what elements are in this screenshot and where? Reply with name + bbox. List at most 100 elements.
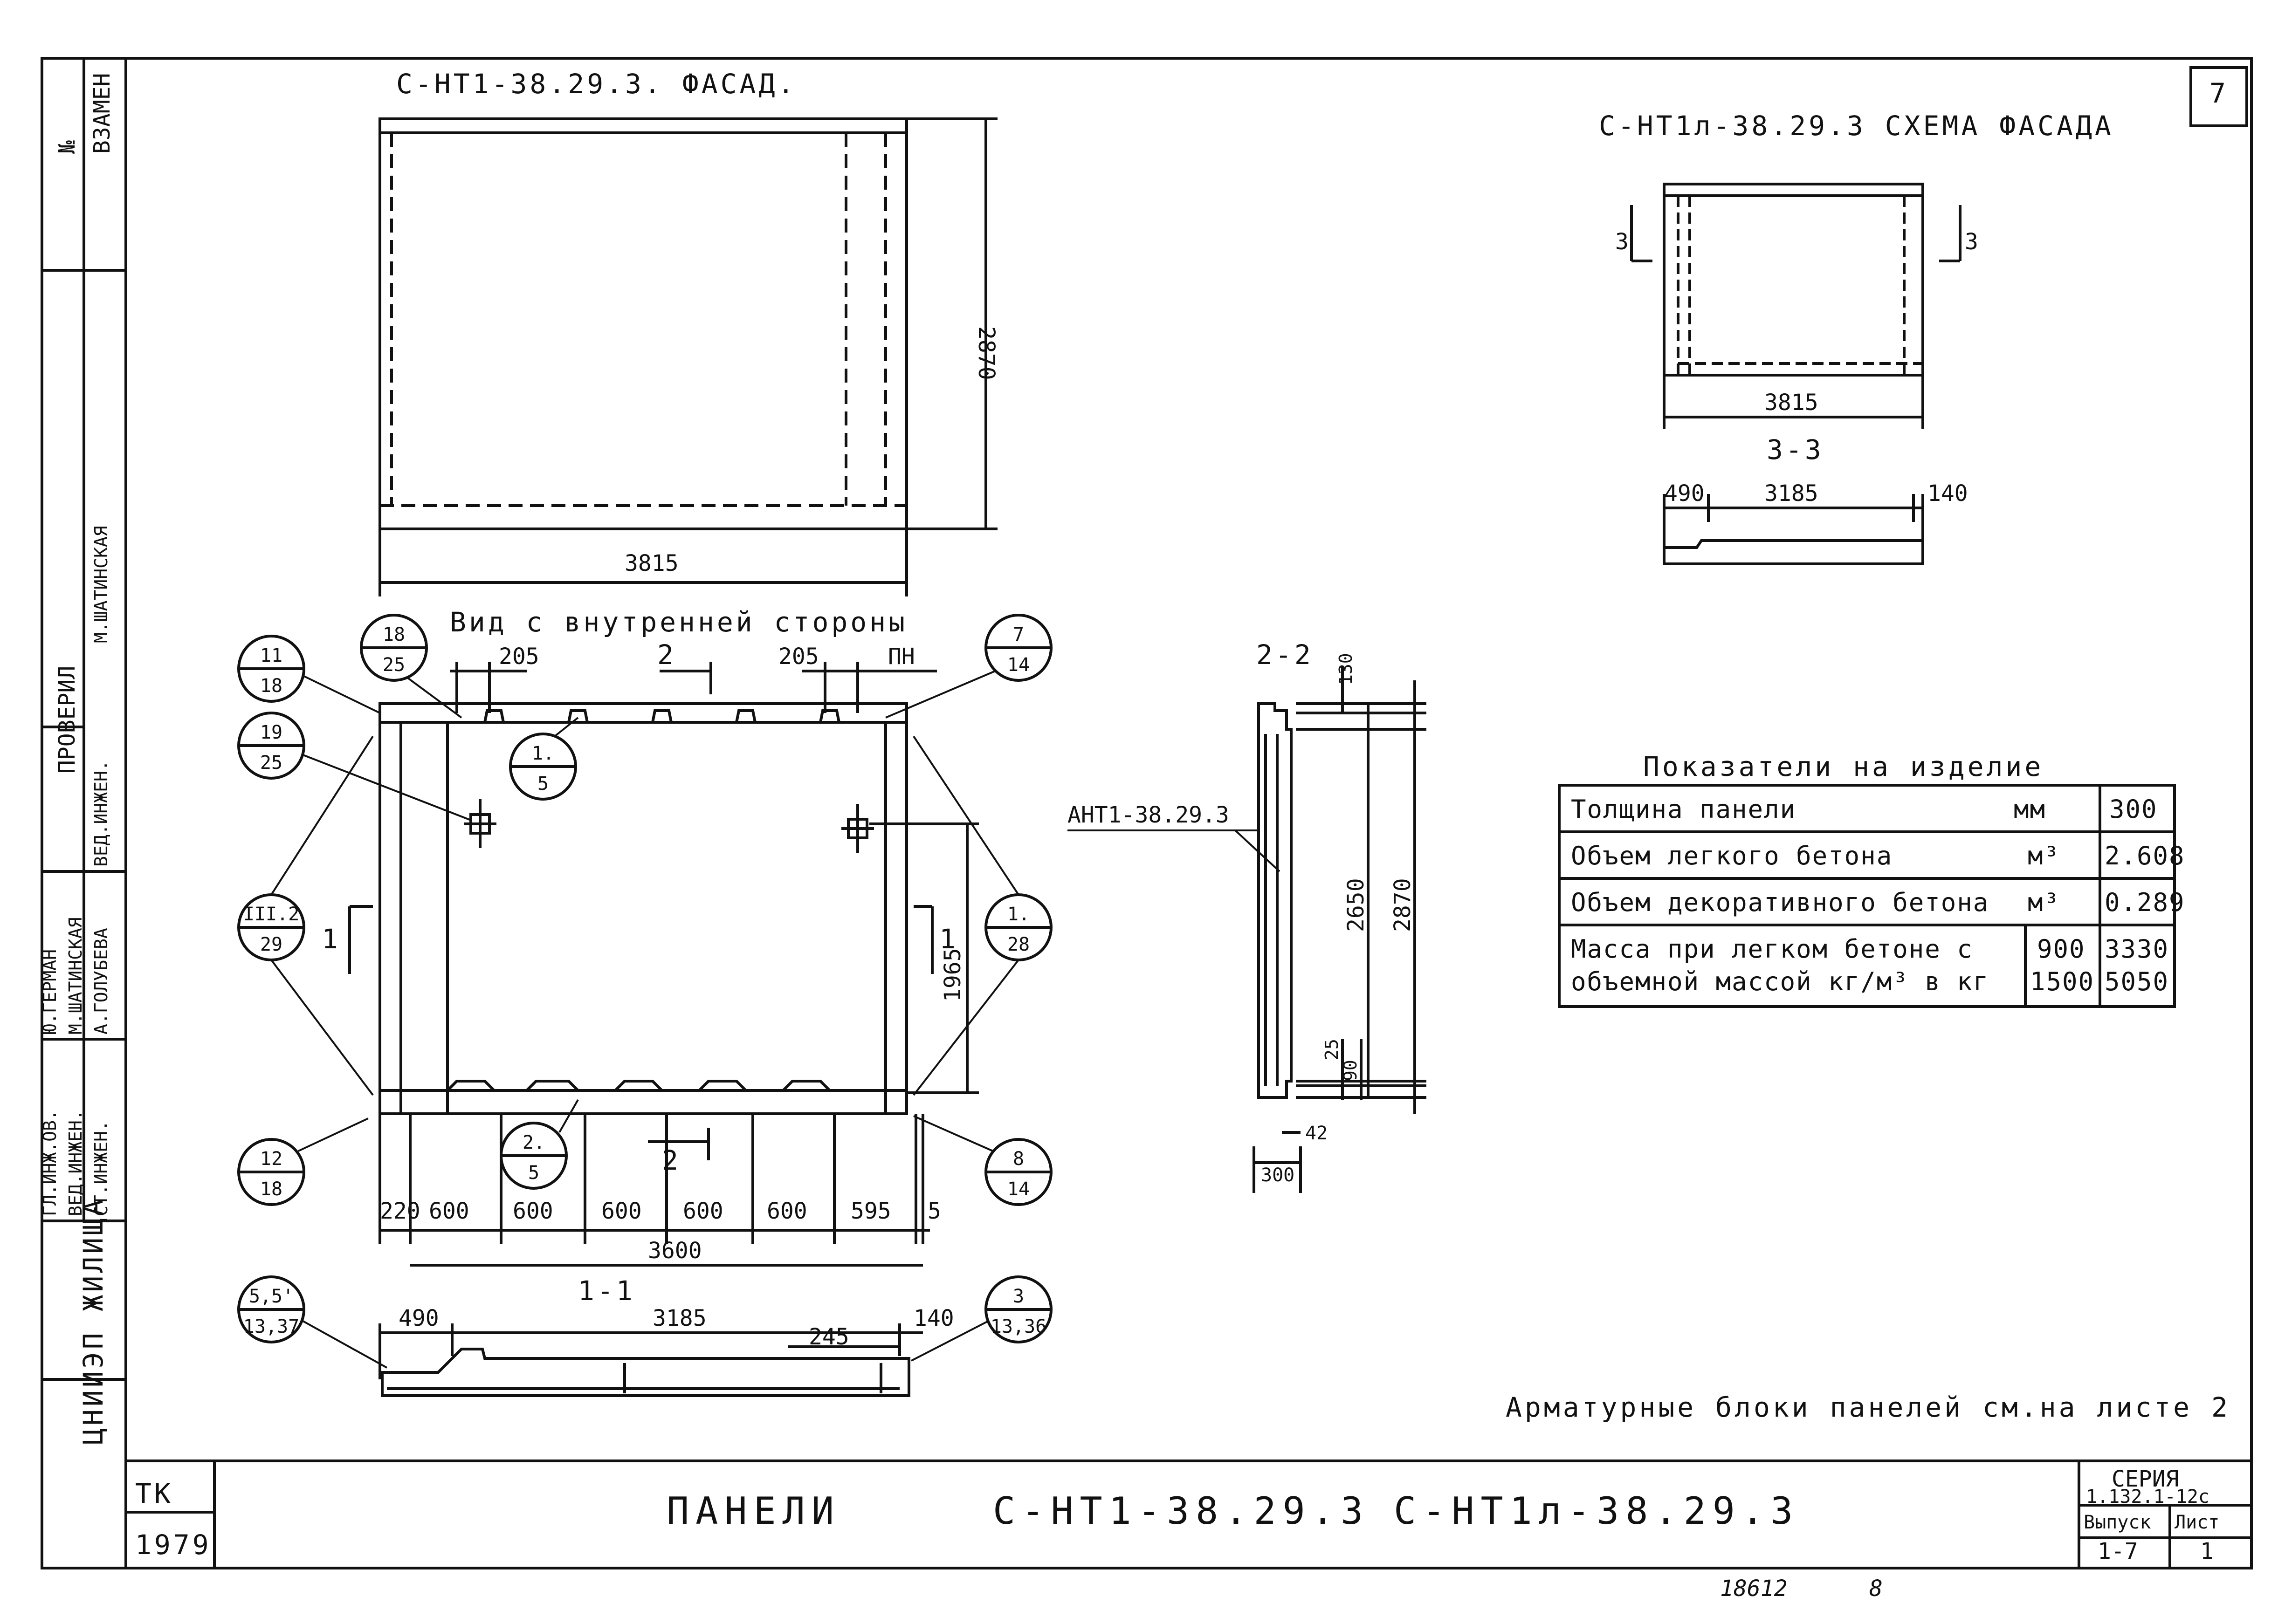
inner-view-callout-circles	[237, 614, 1053, 1343]
callout-bottom: 14	[1007, 1179, 1030, 1200]
section-2-2-dim-5: 90	[1340, 1060, 1361, 1081]
section-2-2-title: 2-2	[1256, 639, 1314, 671]
side-checked-label: ПРОВЕРИЛ	[54, 666, 80, 774]
side-replace-label: ВЗАМЕН	[89, 73, 115, 154]
inner-view-total-dim: 3600	[648, 1238, 702, 1264]
section-2-2-drawing	[1257, 702, 1293, 1099]
indicator-unit: м³	[2028, 888, 2060, 917]
series-label: СЕРИЯ	[2112, 1466, 2179, 1492]
indicator-unit: м³	[2028, 841, 2060, 870]
indicator-mass-line1: Масса при легком бетоне с	[1571, 934, 1973, 964]
callout-bottom: 13,37	[243, 1316, 299, 1337]
section-2-2-dim-7: 300	[1261, 1165, 1294, 1186]
indicator-name: Объем декоративного бетона	[1571, 888, 1989, 917]
facade-title: С-НТ1-38.29.3. ФАСАД.	[396, 68, 797, 100]
section-1-1-dim-3: 140	[914, 1305, 954, 1331]
sheet-value: 1	[2200, 1538, 2214, 1564]
side-role-3: СТ.ИНЖЕН.	[91, 1120, 111, 1216]
indicator-value: 300	[2109, 795, 2158, 824]
section-2-2-dim-1: 130	[1335, 653, 1356, 685]
side-name-3: А.ГОЛУБЕВА	[91, 928, 111, 1035]
section-2-2-dim-6: 42	[1305, 1123, 1328, 1144]
sheet-label: Лист	[2175, 1512, 2219, 1533]
inner-view-cut-top: 2	[657, 639, 676, 671]
title-product-2: С-НТ1л-38.29.3	[1394, 1489, 1799, 1533]
facade-drawing	[379, 117, 908, 530]
sheet-number: 7	[2209, 77, 2229, 109]
callout-bottom: 18	[260, 1179, 282, 1200]
indicators-table	[1558, 784, 2176, 1008]
callout-top: 12	[260, 1148, 282, 1170]
bottom-dim-4: 600	[601, 1198, 642, 1224]
bottom-dim-1: 220	[380, 1198, 420, 1224]
callout-bottom: 29	[260, 934, 282, 955]
callout-top: 2.	[523, 1132, 545, 1153]
indicator-mass-line2: объемной массой кг/м³ в кг	[1571, 967, 1989, 996]
section-3-3-profile	[1663, 539, 1924, 565]
archive-page: 8	[1869, 1576, 1883, 1602]
sheet-number-box	[2189, 66, 2248, 127]
issue-label: Выпуск	[2084, 1512, 2151, 1533]
bottom-dim-5: 600	[683, 1198, 723, 1224]
section-2-2-dim-4: 25	[1321, 1039, 1342, 1060]
side-checker-role: ВЕД.ИНЖЕН.	[91, 760, 111, 867]
side-role-2: ВЕД.ИНЖЕН.	[65, 1110, 86, 1216]
org-code: ТК	[135, 1478, 173, 1509]
side-role-1: ГЛ.ИНЖ.ОВ.	[40, 1110, 60, 1216]
bottom-dim-7: 595	[851, 1198, 891, 1224]
inner-view-height-dim: 1965	[940, 948, 966, 1002]
section-2-2-dim-3: 2870	[1390, 878, 1416, 932]
side-name-1: Ю.ГЕРМАН	[40, 949, 60, 1035]
callout-top: 5,5'	[249, 1286, 294, 1307]
indicator-mass: 5050	[2105, 967, 2169, 996]
bottom-dim-8: 5	[928, 1198, 941, 1224]
callout-bottom: 14	[1007, 654, 1030, 676]
series-box	[2078, 1460, 2253, 1569]
section-1-1-dim-4: 245	[809, 1324, 849, 1350]
year: 1979	[135, 1529, 212, 1561]
callout-bottom: 13,36	[991, 1316, 1046, 1337]
indicator-density: 900	[2037, 934, 2085, 964]
callout-top: 3	[1013, 1286, 1024, 1307]
side-no-label: №	[54, 140, 80, 154]
section-3-3-dim-1: 490	[1664, 480, 1705, 507]
side-name-2: М.ШАТИНСКАЯ	[65, 917, 86, 1035]
inner-view-title: Вид с внутренней стороны	[450, 606, 908, 638]
indicator-name: Толщина панели	[1571, 795, 1796, 824]
indicators-title: Показатели на изделие	[1643, 751, 2044, 782]
callout-top: 7	[1013, 624, 1024, 645]
callout-bottom: 18	[260, 675, 282, 697]
section-2-2-dim-2: 2650	[1343, 878, 1369, 932]
indicator-name: Объем легкого бетона	[1571, 841, 1893, 870]
inner-view-cut-bottom: 2	[662, 1144, 681, 1176]
indicator-mass: 3330	[2105, 934, 2169, 964]
bottom-dim-6: 600	[767, 1198, 807, 1224]
section-3-3-dim-2: 3185	[1764, 480, 1818, 507]
inner-view-top-mark: ПН	[888, 644, 915, 670]
section-2-2-label: АНТ1-38.29.3	[1067, 802, 1229, 828]
series-value: 1.132.1-12с	[2086, 1486, 2209, 1508]
section-1-1-dim-1: 490	[399, 1305, 439, 1331]
facade-height-label: 2870	[973, 326, 999, 380]
issue-value: 1-7	[2098, 1538, 2138, 1564]
callout-bottom: 5	[537, 773, 549, 795]
side-checker-name: М.ШАТИНСКАЯ	[91, 526, 111, 643]
archive-number: 18612	[1720, 1576, 1788, 1602]
section-3-3-title: 3-3	[1767, 434, 1824, 466]
callout-bottom: 28	[1007, 934, 1030, 955]
callout-top: 19	[260, 722, 282, 743]
callout-top: 1.	[1007, 904, 1030, 925]
callout-top: 8	[1013, 1148, 1024, 1170]
facade-scheme-cut-right: 3	[1965, 229, 1978, 255]
inner-view-top-dim-2: 205	[778, 644, 819, 670]
callout-top: 1.	[532, 743, 554, 764]
section-1-1-profile	[381, 1348, 910, 1397]
facade-scheme-cut-left: 3	[1615, 229, 1629, 255]
indicator-value: 2.608	[2105, 841, 2185, 870]
inner-view-cut-side-left: 1	[322, 923, 341, 955]
inner-view-drawing	[379, 702, 908, 1115]
facade-scheme-drawing	[1663, 183, 1924, 377]
section-1-1-title: 1-1	[578, 1275, 635, 1307]
facade-width-label: 3815	[625, 550, 679, 576]
